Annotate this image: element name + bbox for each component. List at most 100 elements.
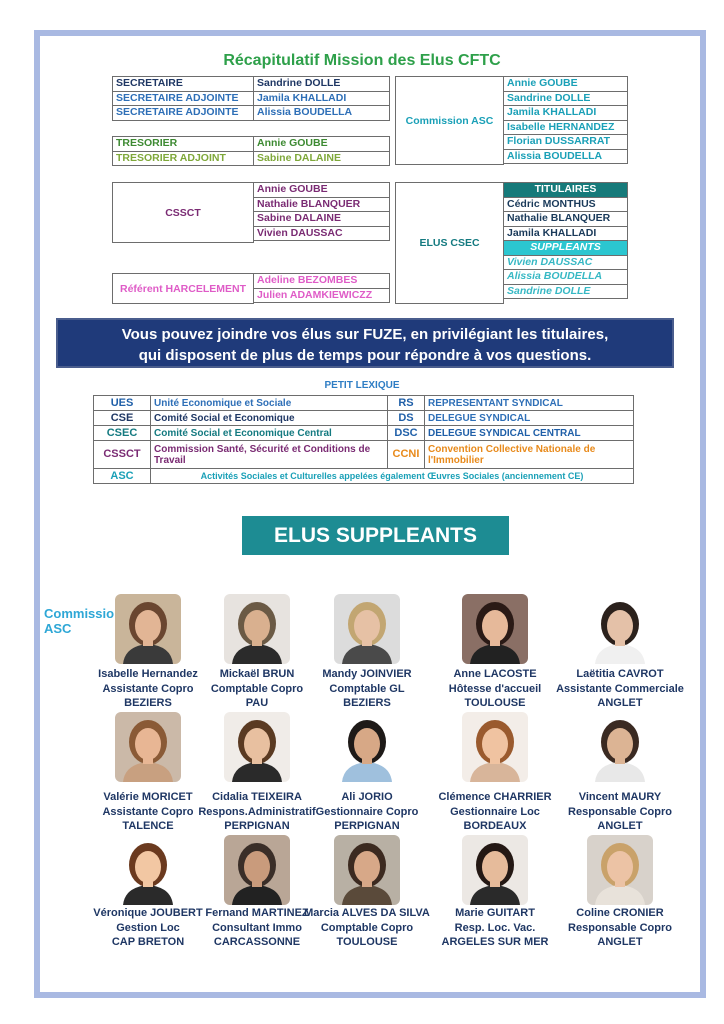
person-job: Comptable GL bbox=[329, 682, 405, 695]
person-city: CARCASSONNE bbox=[213, 936, 301, 948]
person-name: Marie GUITART bbox=[455, 907, 535, 919]
abbr-cell: DS bbox=[387, 410, 425, 426]
definition-cell: Convention Collective Nationale de l'Imm… bbox=[424, 440, 634, 469]
person-name: Anne LACOSTE bbox=[453, 668, 537, 680]
person-name: Cidalia TEIXEIRA bbox=[212, 791, 302, 803]
person-city: CAP BRETON bbox=[111, 936, 185, 948]
person-job: Assistante Copro bbox=[102, 682, 194, 695]
person-job: Gestion Loc bbox=[116, 921, 180, 934]
abbr-cell: CSE bbox=[93, 410, 151, 426]
portrait-photo bbox=[115, 835, 181, 905]
definition-cell: Comité Social et Economique Central bbox=[150, 425, 388, 441]
suppleant-cell: Sandrine DOLLE bbox=[503, 283, 628, 299]
person-name: Ali JORIO bbox=[341, 791, 393, 803]
harcelement-label: Référent HARCELEMENT bbox=[112, 273, 254, 304]
member-cell: Alissia BOUDELLA bbox=[503, 148, 628, 164]
person-job: Comptable Copro bbox=[210, 682, 304, 695]
portrait-photo bbox=[224, 835, 290, 905]
abbr-cell: CCNI bbox=[387, 440, 425, 469]
commission-asc-table: Annie GOUBE Sandrine DOLLE Jamila KHALLA… bbox=[503, 76, 628, 164]
definition-cell: Comité Social et Economique bbox=[150, 410, 388, 426]
person-city: TALENCE bbox=[122, 820, 174, 832]
suppleants-header: SUPPLEANTS bbox=[503, 240, 628, 256]
person-name: Véronique JOUBERT bbox=[93, 907, 203, 919]
portrait-photo bbox=[224, 594, 290, 664]
person-name: Mickaël BRUN bbox=[219, 668, 295, 680]
name-cell: Alissia BOUDELLA bbox=[253, 105, 390, 121]
role-cell: TRESORIER ADJOINT bbox=[112, 150, 254, 166]
role-cell: TRESORIER bbox=[112, 136, 254, 152]
definition-cell: DELEGUE SYNDICAL bbox=[424, 410, 634, 426]
lexique-table: UES Unité Economique et Sociale RS REPRE… bbox=[93, 395, 634, 484]
portrait-photo bbox=[334, 835, 400, 905]
abbr-cell: CSSCT bbox=[93, 440, 151, 469]
member-cell: Vivien DAUSSAC bbox=[253, 225, 390, 241]
member-cell: Annie GOUBE bbox=[253, 182, 390, 198]
person-job: Responsable Copro bbox=[568, 921, 672, 934]
titulaire-cell: Nathalie BLANQUER bbox=[503, 211, 628, 227]
portrait-photo bbox=[462, 712, 528, 782]
commission-asc-tag: Commission ASC bbox=[44, 606, 122, 636]
suppleants-title: ELUS SUPPLEANTS bbox=[242, 516, 509, 555]
elus-csec-table: TITULAIRES Cédric MONTHUS Nathalie BLANQ… bbox=[503, 182, 628, 299]
name-cell: Sabine DALAINE bbox=[253, 150, 390, 166]
member-cell: Julien ADAMKIEWICZZ bbox=[253, 287, 390, 303]
person-name: Vincent MAURY bbox=[578, 791, 662, 803]
member-cell: Sandrine DOLLE bbox=[503, 90, 628, 106]
person-job: Resp. Loc. Vac. bbox=[454, 921, 536, 934]
cssct-table: Annie GOUBE Nathalie BLANQUER Sabine DAL… bbox=[253, 182, 390, 241]
abbr-cell: DSC bbox=[387, 425, 425, 441]
person-name: Mandy JOINVIER bbox=[322, 668, 412, 680]
person-city: TOULOUSE bbox=[336, 936, 398, 948]
suppleant-cell: Alissia BOUDELLA bbox=[503, 269, 628, 285]
elus-csec-label: ELUS CSEC bbox=[395, 182, 504, 304]
portrait-photo bbox=[587, 712, 653, 782]
portrait-photo bbox=[462, 594, 528, 664]
commission-tag-line: ASC bbox=[44, 621, 72, 636]
member-cell: Nathalie BLANQUER bbox=[253, 196, 390, 212]
person-name: Laëtitia CAVROT bbox=[576, 668, 664, 680]
person-city: TOULOUSE bbox=[464, 697, 526, 709]
cssct-label: CSSCT bbox=[112, 182, 254, 243]
person-city: PERPIGNAN bbox=[224, 820, 290, 832]
member-cell: Florian DUSSARRAT bbox=[503, 134, 628, 150]
portrait-photo bbox=[334, 712, 400, 782]
commission-tag-line: Commission bbox=[44, 606, 123, 621]
person-name: Coline CRONIER bbox=[576, 907, 664, 919]
portrait-photo bbox=[115, 594, 181, 664]
name-cell: Sandrine DOLLE bbox=[253, 76, 390, 92]
person-job: Gestionnaire Copro bbox=[315, 805, 419, 818]
abbr-cell: CSEC bbox=[93, 425, 151, 441]
harcelement-table: Adeline BEZOMBES Julien ADAMKIEWICZZ bbox=[253, 273, 390, 303]
role-cell: SECRETAIRE bbox=[112, 76, 254, 92]
abbr-cell: RS bbox=[387, 395, 425, 411]
person-job: Responsable Copro bbox=[568, 805, 672, 818]
person-job: Gestionnaire Loc bbox=[450, 805, 540, 818]
person-name: Clémence CHARRIER bbox=[438, 791, 552, 803]
person-name: Isabelle Hernandez bbox=[98, 668, 198, 680]
definition-cell: Commission Santé, Sécurité et Conditions… bbox=[150, 440, 388, 469]
suppleant-cell: Vivien DAUSSAC bbox=[503, 254, 628, 270]
abbr-cell: ASC bbox=[93, 468, 151, 484]
fuze-banner: Vous pouvez joindre vos élus sur FUZE, e… bbox=[56, 318, 674, 368]
person-job: Comptable Copro bbox=[320, 921, 414, 934]
person-city: ANGLET bbox=[597, 820, 643, 832]
person-city: BEZIERS bbox=[343, 697, 391, 709]
person-city: BORDEAUX bbox=[463, 820, 527, 832]
person-name: Marcia ALVES DA SILVA bbox=[304, 907, 430, 919]
titulaire-cell: Cédric MONTHUS bbox=[503, 196, 628, 212]
person-card: Mandy JOINVIER Comptable GL BEZIERS bbox=[292, 667, 442, 711]
portrait-photo bbox=[587, 594, 653, 664]
commission-asc-label: Commission ASC bbox=[395, 76, 504, 165]
person-city: PERPIGNAN bbox=[334, 820, 400, 832]
person-job: Consultant Immo bbox=[212, 921, 302, 934]
